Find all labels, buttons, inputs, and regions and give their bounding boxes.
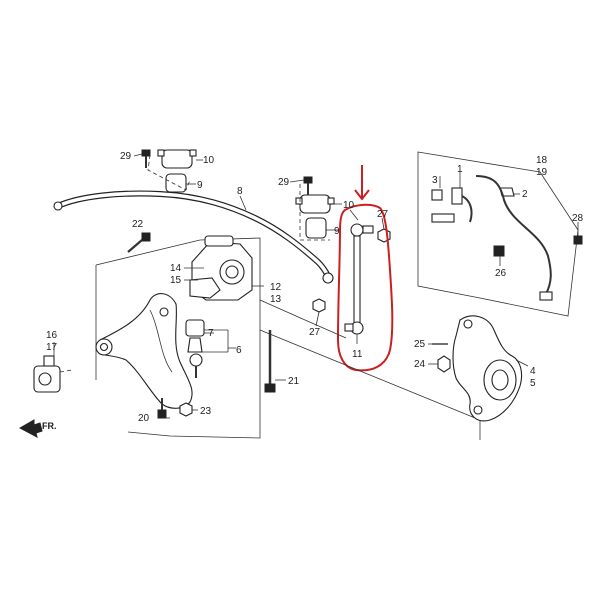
label-24: 24	[414, 359, 426, 370]
label-2: 2	[522, 189, 528, 200]
bolt-22	[127, 232, 151, 253]
label-13: 13	[270, 294, 282, 305]
label-11: 11	[352, 349, 363, 360]
label-27-right: 27	[377, 209, 389, 220]
label-10-left: 10	[203, 155, 215, 166]
lower-arm	[95, 293, 193, 409]
label-29-left: 29	[120, 151, 132, 162]
label-21: 21	[288, 376, 300, 387]
nut-left	[312, 298, 326, 327]
label-29-right: 29	[278, 177, 290, 188]
label-23: 23	[200, 406, 212, 417]
highlight-outline	[336, 203, 394, 372]
leader-lines	[53, 153, 579, 419]
nut-24	[437, 355, 451, 373]
label-20: 20	[138, 413, 150, 424]
part-labels: 29 10 9 8 29 10 9 27 27 11 22 14 15 12 1…	[42, 151, 584, 431]
label-9-right: 9	[334, 226, 340, 237]
label-27-left: 27	[309, 327, 321, 338]
label-17: 17	[46, 342, 58, 353]
label-8: 8	[237, 186, 243, 197]
bolt-28	[573, 226, 583, 245]
stabilizer-bar	[53, 190, 334, 284]
compliance-bushing	[189, 235, 253, 301]
label-19: 19	[536, 167, 548, 178]
label-9-left: 9	[197, 180, 203, 191]
label-4: 4	[530, 366, 536, 377]
label-5: 5	[530, 378, 536, 389]
label-1: 1	[457, 164, 463, 175]
nut-23	[179, 402, 193, 417]
bushing-16	[33, 355, 73, 393]
label-26: 26	[495, 268, 507, 279]
bolt-left	[141, 149, 151, 168]
label-10-right: 10	[343, 200, 355, 211]
label-6: 6	[236, 345, 242, 356]
label-18: 18	[536, 155, 548, 166]
bolt-21	[264, 330, 286, 393]
label-25: 25	[414, 339, 426, 350]
label-22: 22	[132, 219, 144, 230]
label-16: 16	[46, 330, 58, 341]
highlight-arrow	[354, 165, 370, 201]
stabilizer-bushing-left	[147, 149, 197, 193]
lower-arm-group-frame	[95, 237, 481, 440]
direction-label: FR.	[42, 421, 57, 431]
label-12: 12	[270, 282, 282, 293]
stabilizer-link	[344, 223, 374, 344]
label-14: 14	[170, 263, 182, 274]
wheel-sensor	[431, 175, 553, 301]
steering-knuckle	[452, 315, 523, 422]
label-3: 3	[432, 175, 438, 186]
label-7: 7	[208, 328, 214, 339]
ball-joint	[185, 319, 229, 378]
stabilizer-bushing-right	[295, 184, 335, 241]
sensor-group-frame	[417, 151, 579, 317]
bolt-20	[157, 398, 167, 419]
label-28: 28	[572, 213, 584, 224]
front-direction-arrow	[18, 419, 43, 438]
label-15: 15	[170, 275, 182, 286]
bolt-right	[303, 176, 313, 195]
